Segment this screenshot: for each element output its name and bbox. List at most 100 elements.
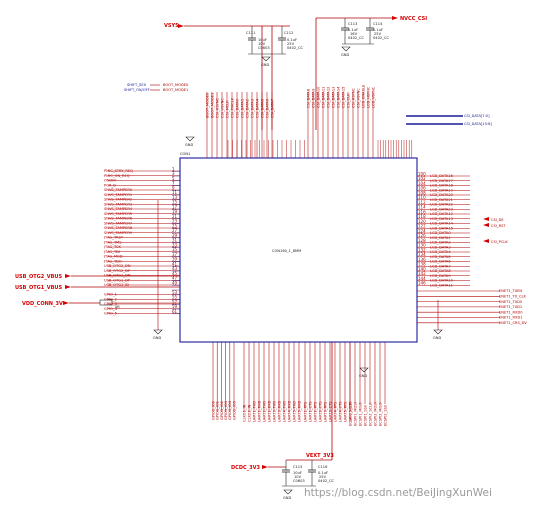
bottom-net-label: ECSPI1_MOSI [353, 402, 357, 426]
capacitor-c111-c112: C111 10uF 10V C0603 C112 0.1uF 25V 0402_… [246, 26, 303, 67]
bottom-net-label: ECSPI1_SS0 [363, 404, 367, 426]
pin-number: 112 [418, 200, 426, 205]
c115-rating: 10V [294, 475, 302, 479]
bottom-net-label: ECSPI2_MISO [378, 402, 382, 426]
c115-ref: C115 [293, 465, 302, 469]
csi-port: CSI_RST [491, 224, 506, 228]
c113-value: 0.1uF [348, 28, 358, 32]
left-net-label: GPIO_3 [104, 302, 117, 306]
pin-number: 106 [418, 186, 426, 191]
bottom-net-label: UART5_CTS [348, 401, 352, 422]
right-net-label: LCD_DATA1 [430, 236, 451, 240]
right-net-label: LCD_DATA20 [430, 193, 454, 197]
left-net-label: JTAG_TDI [103, 250, 120, 254]
bottom-net-label: UART2_TXD [262, 401, 266, 422]
pin-number: 130 [418, 243, 426, 248]
pin-number: 27 [172, 228, 178, 233]
arrow-icon [63, 301, 69, 305]
ground-icon [341, 46, 351, 52]
left-net-label: GPIO_4 [104, 307, 118, 311]
bottom-net-label: UART4_TXD [282, 401, 286, 422]
top-net-label: BOOT_MODE1 [210, 93, 214, 118]
left-net-label: JTAG_TDO [103, 259, 122, 263]
shift-net: BOOT_MODE1 [163, 88, 188, 92]
left-net-label: JTAG_TMS [103, 240, 122, 244]
ground-icon [185, 136, 195, 142]
c114-pkg: 0402_CC [373, 36, 389, 40]
left-net-label: PMIC_STBY_REQ [104, 169, 133, 173]
c115-value: 10uF [293, 471, 302, 475]
c113-gnd-label: GND [341, 53, 349, 57]
top-net-label: CSI_DATA3 [250, 99, 254, 118]
pin-number: 5 [172, 176, 175, 181]
c113-pkg: 0402_CC [348, 36, 364, 40]
left-net-label: SNVS_TAMPER9 [104, 231, 133, 235]
pin-number: 128 [418, 238, 426, 243]
left-net-label: SNVS_TAMPER6 [104, 217, 133, 221]
pin-number: 142 [418, 271, 426, 276]
bottom-net-label: UART5_TXD [292, 401, 296, 422]
connector-value: CON160_1_8MM [272, 249, 301, 253]
pin-number: 110 [418, 195, 426, 200]
arrow-icon [65, 274, 71, 278]
arrow-icon [483, 223, 489, 227]
bottom-net-label: UART1_CTS [308, 401, 312, 422]
bottom-net-label: CLKO2_IN [247, 404, 251, 422]
c111-rating: 10V [258, 42, 266, 46]
pin-number: 55 [172, 295, 178, 300]
pin-number: 45 [172, 271, 178, 276]
left-net-label: SNVS_TAMPER2 [104, 198, 132, 202]
pin-number: 43 [172, 266, 178, 271]
right-net-label: LCD_DATA23 [430, 207, 453, 211]
pin-number: 144 [418, 276, 426, 281]
top-net-label: CSI_VSYNC [220, 98, 224, 118]
pin-number: 59 [172, 304, 178, 309]
pin-number: 31 [172, 238, 178, 243]
top-net-label: CSI_VSYNC [356, 88, 360, 108]
shift-label: SHIFT_ON/OFF [124, 88, 150, 92]
pin-number: 23 [172, 219, 178, 224]
bottom-net-label: ECSPI1_MISO [358, 402, 362, 426]
pin-number: 17 [172, 204, 178, 209]
top-net-label: CSI_PIXCLK [230, 97, 234, 118]
bottom-net-label: UART3_TXD [272, 401, 276, 422]
connector-ref: CON1 [180, 152, 190, 156]
pin-number: 19 [172, 209, 178, 214]
right-net-label: LCD_DATA5 [430, 255, 451, 259]
bottom-net-label: ECSPI2_SS0 [383, 404, 387, 426]
top-net-label: CSI_DATA1 [240, 99, 244, 118]
pin-number: 136 [418, 257, 426, 262]
ground-icon [433, 329, 443, 335]
right-net-label: LCD_DATA10 [430, 279, 454, 283]
bottom-net-label: UART4_RTS [333, 401, 337, 422]
left-net-label: SNVS_TAMPER5 [104, 212, 132, 216]
boot-shift-block: SHIFT_SEX SHIFT_ON/OFF BOOT_MODE0 BOOT_M… [124, 83, 189, 92]
bottom-net-label: UART4_CTS [338, 401, 342, 422]
bottom-cap-gnd-label: GND [283, 496, 291, 500]
left-net-label: SNVS_TAMPER1 [104, 193, 132, 197]
pin-number: 47 [172, 276, 178, 281]
right-net-label: LCD_DATA9 [430, 274, 451, 278]
right-net-label: LCD_DATA12 [430, 212, 453, 216]
c116-rating: 25V [319, 475, 327, 479]
nvcc-csi-label: NVCC_CSI [400, 16, 427, 22]
left-net-label: SNVS_TAMPER7 [104, 221, 132, 225]
pin-number: 13 [172, 195, 178, 200]
pin-number: 7 [172, 181, 175, 186]
pin-number: 9 [172, 185, 175, 190]
top-net-label: CSI_HSYNC [351, 87, 355, 108]
top-net-label: CSI_DATA11 [321, 87, 325, 108]
bottom-net-label: GPIO1_IO4 [228, 400, 232, 420]
pin-number: 41 [172, 261, 178, 266]
pin-number: 100 [418, 171, 426, 176]
left-net-label: PMIC_ON_REQ [104, 174, 130, 178]
bottom-net-label: GPIO1_IO5 [232, 401, 236, 420]
vext-3v3-label: VEXT_3V3 [306, 453, 334, 459]
enet-net-label: ENET1_TXEN [499, 289, 522, 293]
pin-number: 146 [418, 281, 426, 286]
right-net-label: LCD_DATA16 [430, 174, 454, 178]
pin-number: 35 [172, 247, 178, 252]
top-net-label: CSI_DATA9 [311, 88, 315, 108]
